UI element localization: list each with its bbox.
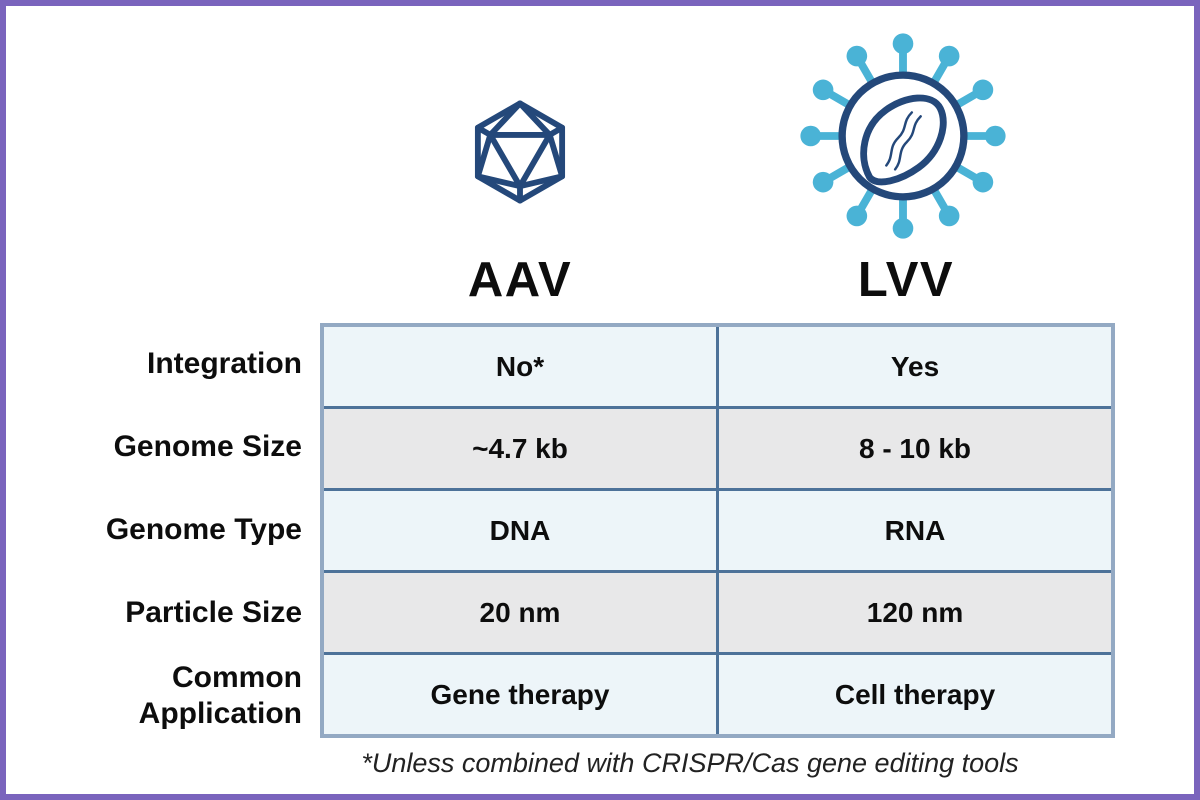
comparison-table: No* Yes ~4.7 kb 8 - 10 kb DNA RNA 20 nm … — [320, 323, 1115, 738]
table-row: ~4.7 kb 8 - 10 kb — [320, 406, 1115, 491]
rna-strands — [885, 111, 922, 171]
capsid-core — [860, 94, 947, 186]
row-label-genome-type: Genome Type — [105, 512, 302, 546]
row-label-genome-size: Genome Size — [113, 430, 302, 464]
cell-aav-genome-size: ~4.7 kb — [320, 406, 719, 491]
cell-aav-integration: No* — [320, 323, 719, 409]
cell-lvv-integration: Yes — [716, 323, 1115, 409]
cell-aav-common-application: Gene therapy — [320, 652, 719, 738]
table-row: No* Yes — [320, 323, 1115, 409]
cell-lvv-genome-type: RNA — [716, 488, 1115, 573]
lvv-enveloped-virus-icon — [800, 33, 1006, 239]
footnote: *Unless combined with CRISPR/Cas gene ed… — [361, 748, 1019, 778]
lvv-column-header: LVV — [857, 253, 955, 307]
aav-capsid-icon — [474, 100, 566, 204]
row-labels: Integration Genome Size Genome Type Part… — [64, 323, 302, 737]
spike-proteins — [800, 33, 1006, 239]
row-label-common-application: Common Application — [138, 660, 302, 730]
cell-aav-genome-type: DNA — [320, 488, 719, 573]
row-label-particle-size: Particle Size — [125, 595, 302, 629]
cell-aav-particle-size: 20 nm — [320, 570, 719, 655]
table-row: 20 nm 120 nm — [320, 570, 1115, 655]
aav-column-header: AAV — [467, 253, 573, 307]
table-row: Gene therapy Cell therapy — [320, 652, 1115, 738]
cell-lvv-genome-size: 8 - 10 kb — [716, 406, 1115, 491]
cell-lvv-common-application: Cell therapy — [716, 652, 1115, 738]
cell-lvv-particle-size: 120 nm — [716, 570, 1115, 655]
table-row: DNA RNA — [320, 488, 1115, 573]
row-label-integration: Integration — [147, 347, 302, 381]
